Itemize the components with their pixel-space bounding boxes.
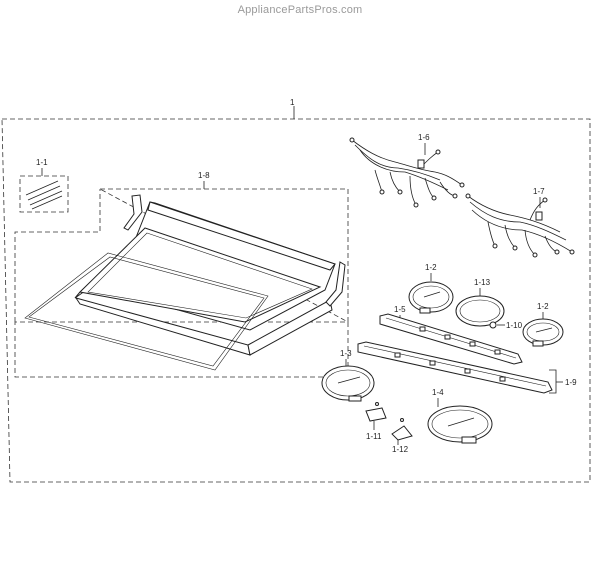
- part-1-1-screws[interactable]: 1-1: [19, 158, 69, 213]
- callout-1-9[interactable]: 1-9: [565, 378, 577, 387]
- part-1-7-wire-harness[interactable]: 1-7: [465, 187, 575, 258]
- part-1-4-surface-element-large[interactable]: 1-4: [427, 388, 493, 444]
- part-1-3-surface-element[interactable]: 1-3: [321, 349, 375, 402]
- callout-1-3[interactable]: 1-3: [340, 349, 352, 358]
- part-1-13-insulation-ring[interactable]: 1-13: [455, 278, 505, 327]
- callout-1-11[interactable]: 1-11: [366, 432, 382, 441]
- part-1-2-surface-element-b[interactable]: 1-2: [522, 302, 564, 347]
- part-1-9-support-bar-lower[interactable]: 1-9: [357, 341, 577, 394]
- callout-1-2-b[interactable]: 1-2: [537, 302, 549, 311]
- part-1-8-cooktop-glass[interactable]: 1-8: [14, 171, 349, 378]
- part-1-2-surface-element-a[interactable]: 1-2: [408, 263, 454, 314]
- callout-1-12[interactable]: 1-12: [392, 445, 409, 454]
- watermark-text: AppliancePartsPros.com: [237, 4, 363, 16]
- part-1-10-clip[interactable]: 1-10: [489, 321, 523, 330]
- callout-1-1[interactable]: 1-1: [36, 158, 48, 167]
- part-1-11-terminal-block[interactable]: 1-11: [365, 402, 387, 442]
- callout-1-13[interactable]: 1-13: [474, 278, 491, 287]
- callout-1[interactable]: 1: [290, 98, 295, 107]
- part-1-12-sensor-bracket[interactable]: 1-12: [391, 418, 413, 455]
- callout-1-10[interactable]: 1-10: [506, 321, 523, 330]
- assembly-frame: 1: [1, 98, 591, 483]
- part-1-6-wire-harness[interactable]: 1-6: [349, 133, 465, 208]
- callout-1-6[interactable]: 1-6: [418, 133, 430, 142]
- callout-1-8[interactable]: 1-8: [198, 171, 210, 180]
- callout-1-4[interactable]: 1-4: [432, 388, 444, 397]
- part-1-5-support-bar-upper[interactable]: 1-5: [379, 305, 523, 365]
- callout-1-7[interactable]: 1-7: [533, 187, 545, 196]
- callout-1-5[interactable]: 1-5: [394, 305, 406, 314]
- callout-1-2-a[interactable]: 1-2: [425, 263, 437, 272]
